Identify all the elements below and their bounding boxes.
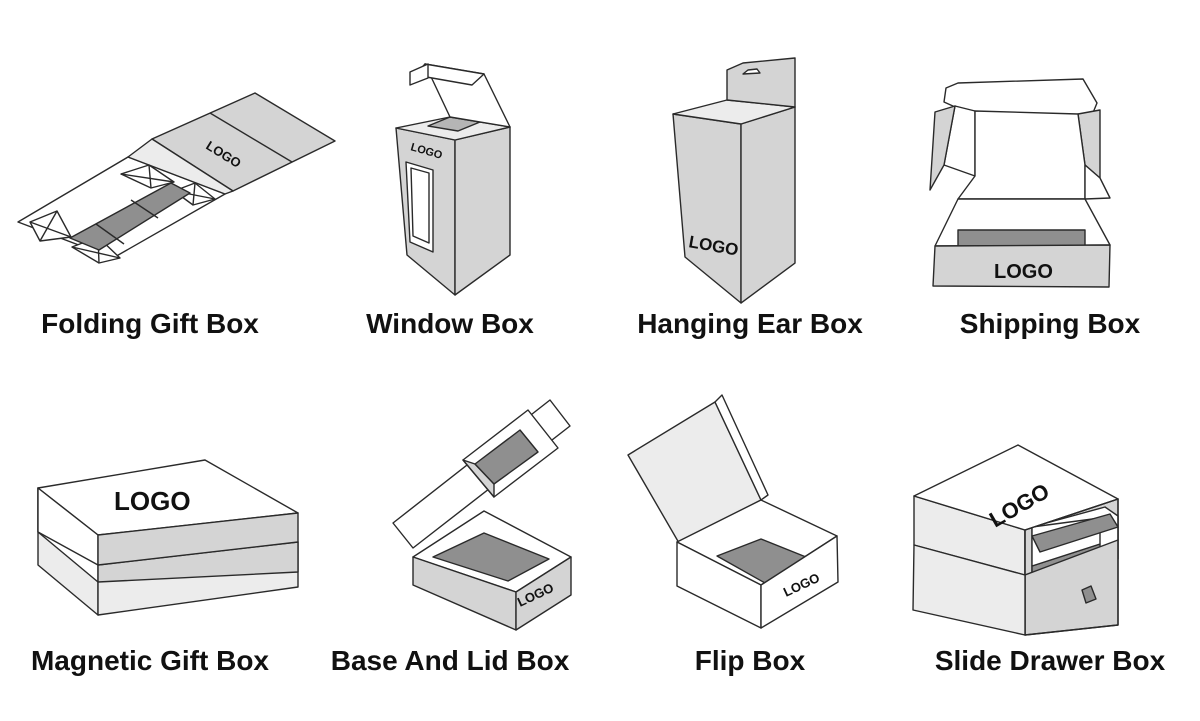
folding-gift-box-cell: LOGO Folding Gift Box xyxy=(0,0,336,360)
hanging-ear-box-cell: LOGO Hanging Ear Box xyxy=(600,0,900,360)
base-and-lid-box-cell: LOGO Base And Lid Box xyxy=(300,360,600,720)
shipping-box-logo: LOGO xyxy=(994,261,1053,283)
hanging-ear-box-label: Hanging Ear Box xyxy=(637,308,863,339)
shipping-box-cell: LOGO Shipping Box xyxy=(900,0,1200,360)
window-box-cell: LOGO Window Box xyxy=(300,0,600,360)
shipping-box-illustration: LOGO xyxy=(929,78,1111,288)
magnetic-gift-box-label: Magnetic Gift Box xyxy=(30,645,269,676)
folding-gift-box-label: Folding Gift Box xyxy=(41,308,259,339)
slide-drawer-box-illustration: LOGO xyxy=(912,444,1119,636)
shipping-box-label: Shipping Box xyxy=(959,308,1141,339)
slide-drawer-box-label: Slide Drawer Box xyxy=(934,645,1166,676)
magnetic-gift-box-logo: LOGO xyxy=(114,486,191,516)
magnetic-gift-box-cell: LOGO Magnetic Gift Box xyxy=(0,360,300,720)
folding-gift-box-illustration: LOGO xyxy=(17,92,336,264)
base-and-lid-box-illustration: LOGO xyxy=(392,399,572,631)
flip-box-illustration: LOGO xyxy=(627,394,839,629)
magnetic-gift-box-illustration: LOGO xyxy=(37,459,299,616)
base-and-lid-box-label: Base And Lid Box xyxy=(330,645,570,676)
flip-box-cell: LOGO Flip Box xyxy=(600,360,900,720)
window-box-label: Window Box xyxy=(366,308,534,339)
flip-box-label: Flip Box xyxy=(694,645,806,676)
slide-drawer-box-cell: LOGO Slide Drawer Box xyxy=(900,360,1200,720)
hanging-ear-box-illustration: LOGO xyxy=(672,57,796,304)
window-box-illustration: LOGO xyxy=(395,63,511,296)
